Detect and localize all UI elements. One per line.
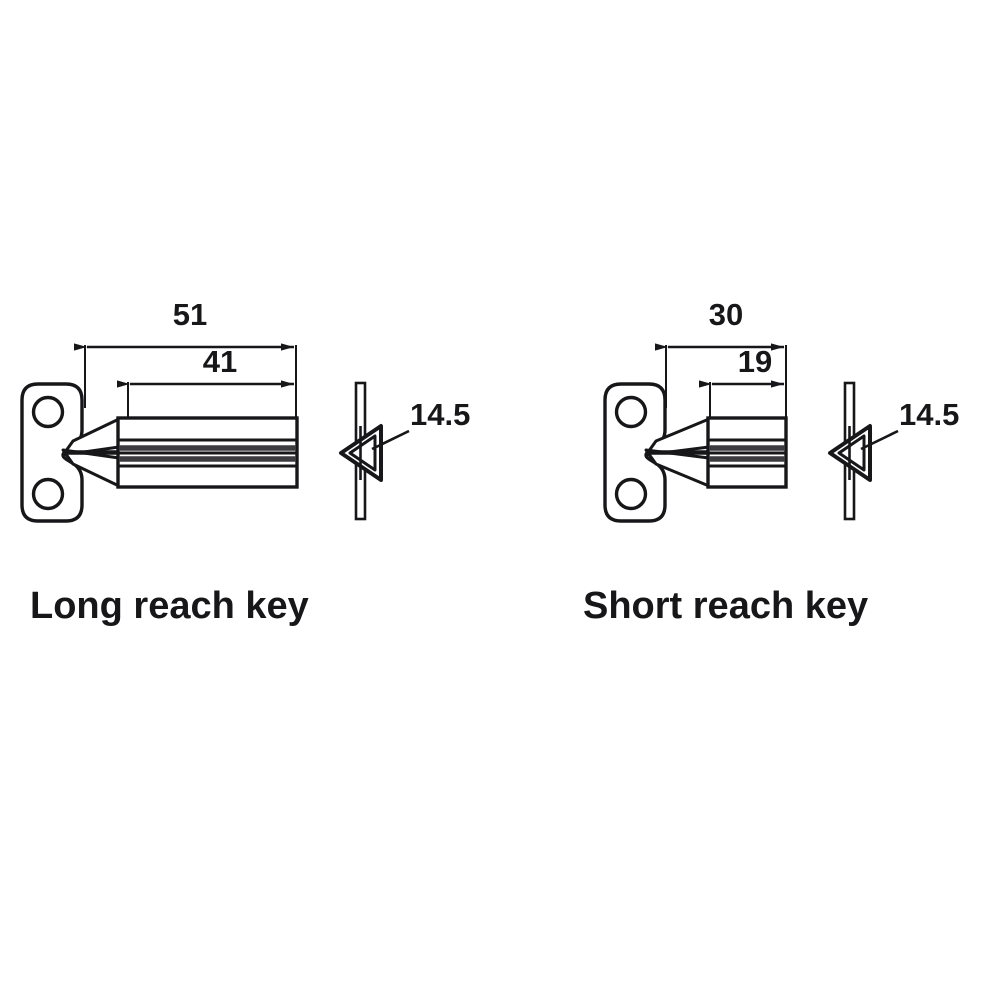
dimension-overall-30: 30 [655,297,787,408]
end-section-view-long-key: 14.5 [339,381,470,521]
bow-hole-lower [31,477,65,511]
dimension-value-30: 30 [709,297,743,332]
caption-short-reach-key: Short reach key [583,585,868,627]
section-inner-triangle [348,434,377,472]
bow-hole-upper [31,395,65,429]
callout-leader-line [860,429,899,451]
dimension-overall-51: 51 [74,297,297,408]
end-section-view-short-key: 14.5 [828,381,959,521]
bow-hole-upper [614,395,648,429]
dimension-value-19: 19 [738,344,772,379]
dimension-shaft-41: 41 [117,344,297,440]
dimension-value-41: 41 [203,344,237,379]
figure-short-reach-key: 30 19 [583,297,959,627]
callout-value-14-5: 14.5 [410,397,470,432]
dimension-value-51: 51 [173,297,207,332]
side-view-short-key [603,382,788,523]
figure-long-reach-key: 51 41 [20,297,470,627]
section-inner-triangle [837,434,866,472]
side-view-long-key [20,382,299,523]
bow-hole-lower [614,477,648,511]
caption-long-reach-key: Long reach key [30,585,309,627]
callout-value-14-5: 14.5 [899,397,959,432]
callout-leader-line [371,429,410,451]
